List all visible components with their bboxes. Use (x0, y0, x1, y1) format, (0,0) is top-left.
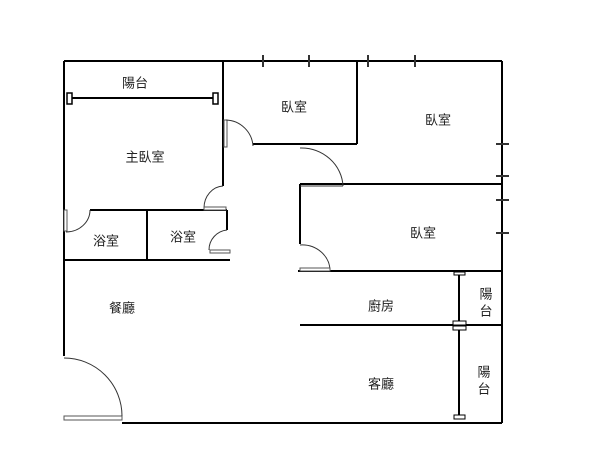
room-label-balcony-kitchen: 陽台 (476, 287, 492, 321)
room-label-master-bedroom: 主臥室 (125, 150, 165, 166)
room-label-balcony-living: 陽台 (474, 365, 490, 399)
room-label-bathroom-1: 浴室 (92, 234, 120, 250)
room-label-bathroom-2: 浴室 (169, 230, 197, 246)
room-label-bedroom-3: 臥室 (409, 226, 437, 242)
entrance-door (63, 357, 123, 421)
room-label-dining-room: 餐廳 (108, 301, 136, 317)
interior-doors (63, 119, 344, 272)
room-label-bedroom-1: 臥室 (280, 100, 308, 116)
outer-walls (63, 60, 503, 424)
interior-walls (64, 61, 502, 418)
room-label-bedroom-2: 臥室 (424, 113, 452, 129)
room-label-balcony-top: 陽台 (121, 76, 149, 92)
window-marks (66, 55, 509, 420)
room-label-kitchen: 廚房 (367, 299, 395, 315)
room-label-living-room: 客廳 (367, 377, 395, 393)
